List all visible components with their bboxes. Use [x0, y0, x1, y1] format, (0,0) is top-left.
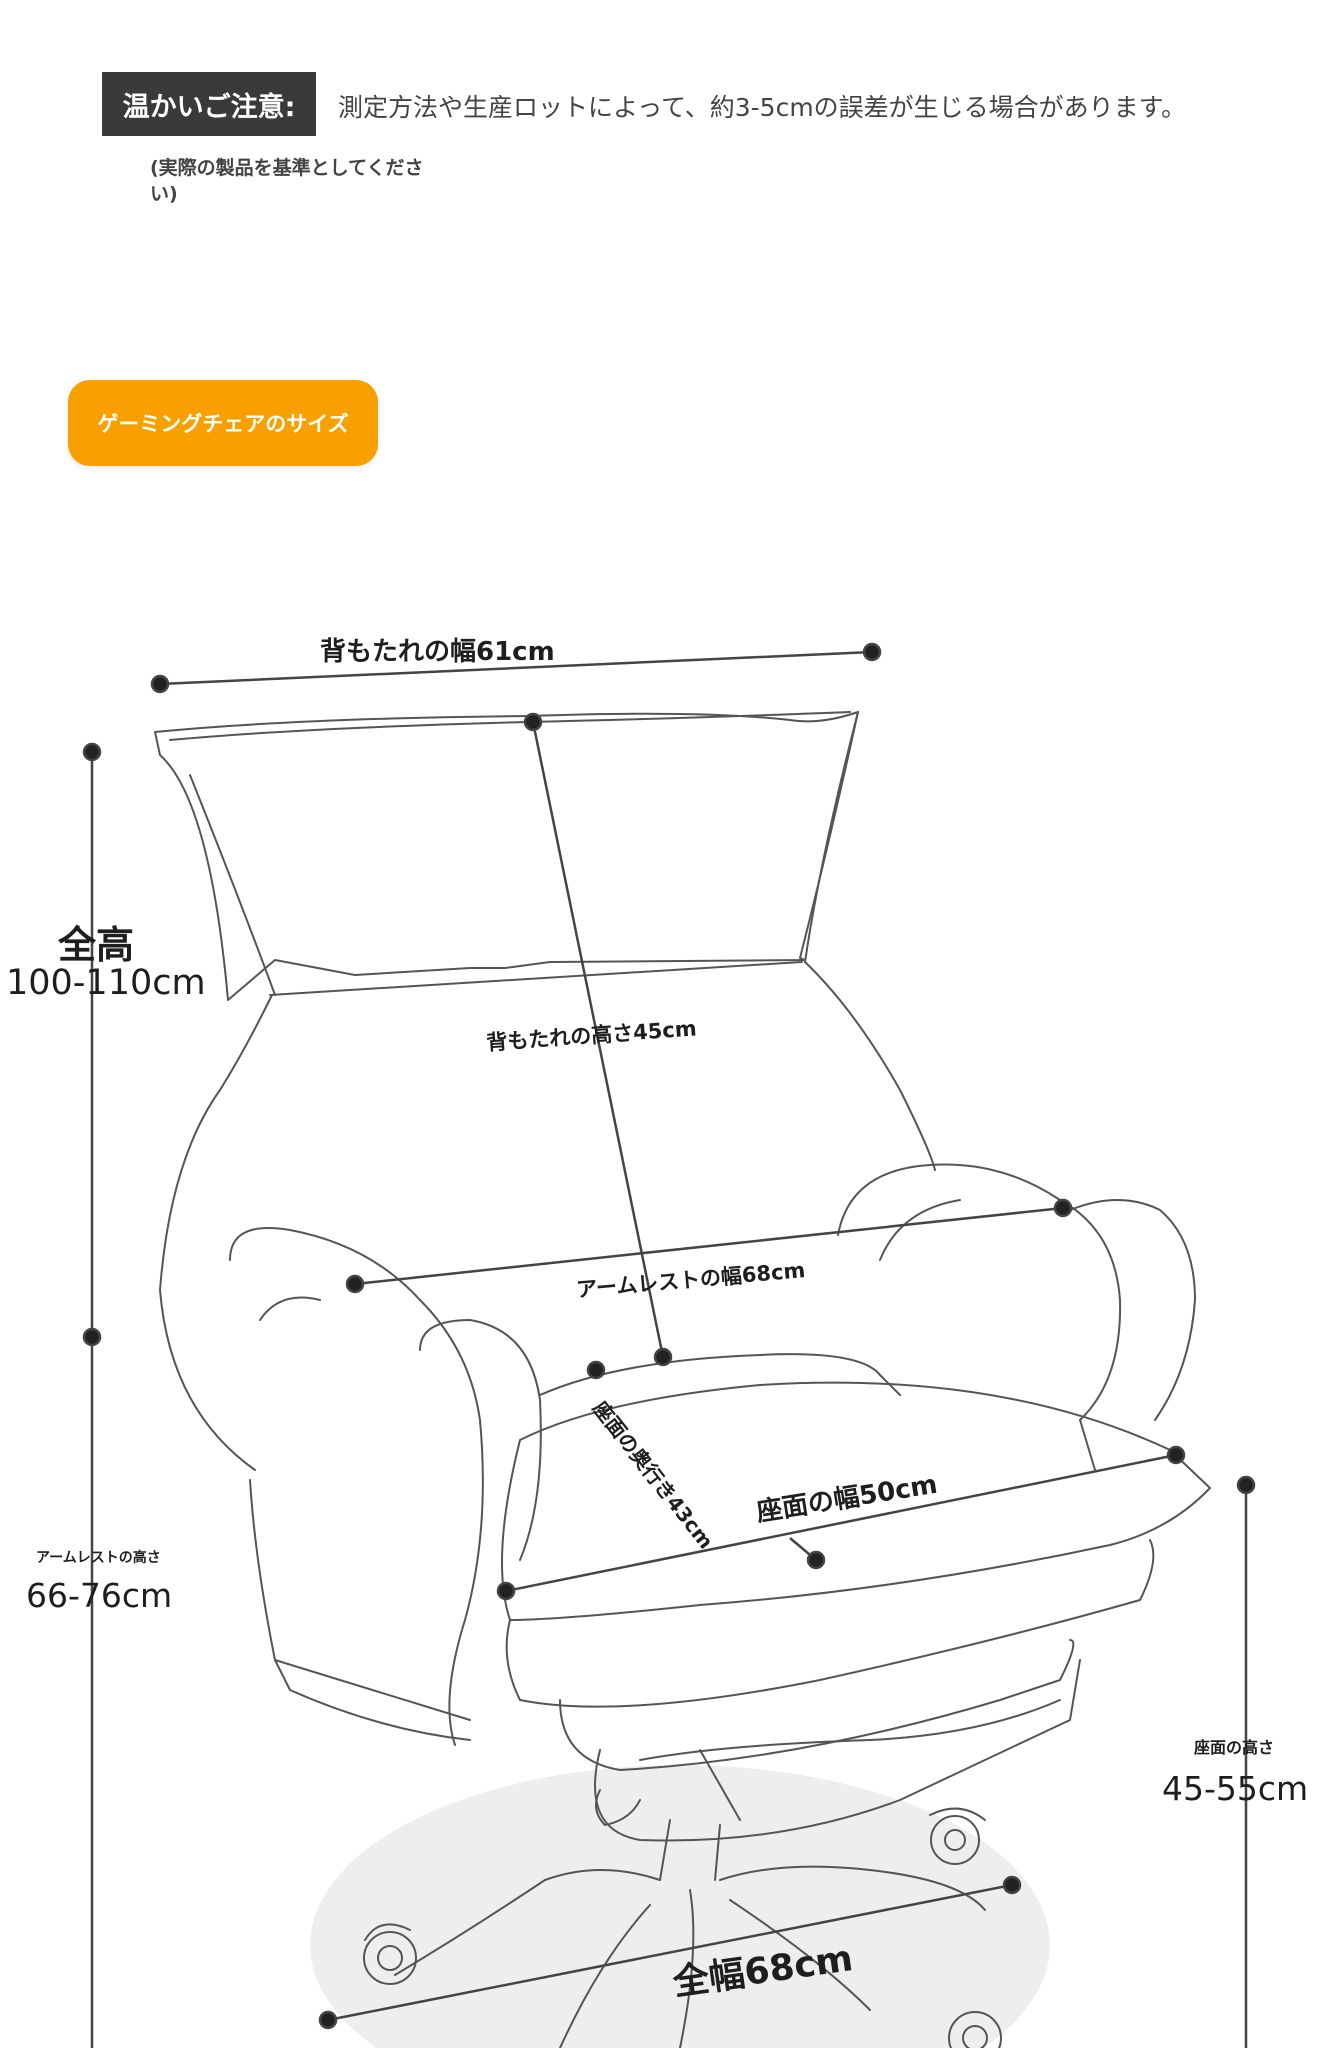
armrest-width-dot-right — [1053, 1198, 1073, 1218]
total-height-title: 全高 — [57, 923, 134, 967]
seat-depth-label: 座面の奥行き43cm — [588, 1396, 718, 1553]
armrest-height-value: 66-76cm — [26, 1576, 172, 1615]
total-width-dot-left — [318, 2010, 338, 2030]
measurement-lines — [82, 642, 1256, 2048]
floor-shadow — [310, 1765, 1050, 2048]
backrest-width-dot-left — [150, 674, 170, 694]
armrest-width-label: アームレストの幅68cm — [575, 1258, 806, 1302]
seat-height-dot-top — [1236, 1475, 1256, 1495]
seat-width-label: 座面の幅50cm — [754, 1469, 939, 1528]
seat-width-dot-left — [496, 1581, 516, 1601]
backrest-width-dot-right — [862, 642, 882, 662]
armrest-width-dot-left — [345, 1274, 365, 1294]
armrest-height-title: アームレストの高さ — [36, 1549, 161, 1566]
backrest-width-label: 背もたれの幅61cm — [320, 637, 555, 667]
seat-height-value: 45-55cm — [1162, 1769, 1308, 1808]
backrest-height-dot-top — [523, 712, 543, 732]
notice-tag: 温かいご注意: — [102, 72, 316, 136]
total-height-value: 100-110cm — [6, 963, 206, 1003]
seat-depth-dot — [586, 1360, 606, 1380]
armrest-width-line — [354, 1206, 1064, 1286]
armrest-height-dot — [82, 1327, 102, 1347]
total-width-dot-right — [1002, 1875, 1022, 1895]
seat-width-line — [505, 1453, 1177, 1593]
seat-height-title: 座面の高さ — [1193, 1738, 1274, 1757]
backrest-width-line — [159, 650, 873, 686]
total-height-dot-top — [82, 742, 102, 762]
seat-width-dot-center — [806, 1550, 826, 1570]
total-width-line — [327, 1883, 1013, 2022]
notice-subtext: (実際の製品を基準としてください) — [150, 157, 424, 205]
seat-width-dot-right — [1166, 1445, 1186, 1465]
chair-outline — [154, 711, 1211, 2048]
backrest-height-label: 背もたれの高さ45cm — [486, 1016, 698, 1055]
notice-text: 測定方法や生産ロットによって、約3-5cmの誤差が生じる場合があります。 — [338, 93, 1187, 122]
backrest-height-dot-bottom — [653, 1347, 673, 1367]
section-title-badge: ゲーミングチェアのサイズ — [68, 380, 378, 466]
backrest-height-line — [531, 721, 665, 1358]
